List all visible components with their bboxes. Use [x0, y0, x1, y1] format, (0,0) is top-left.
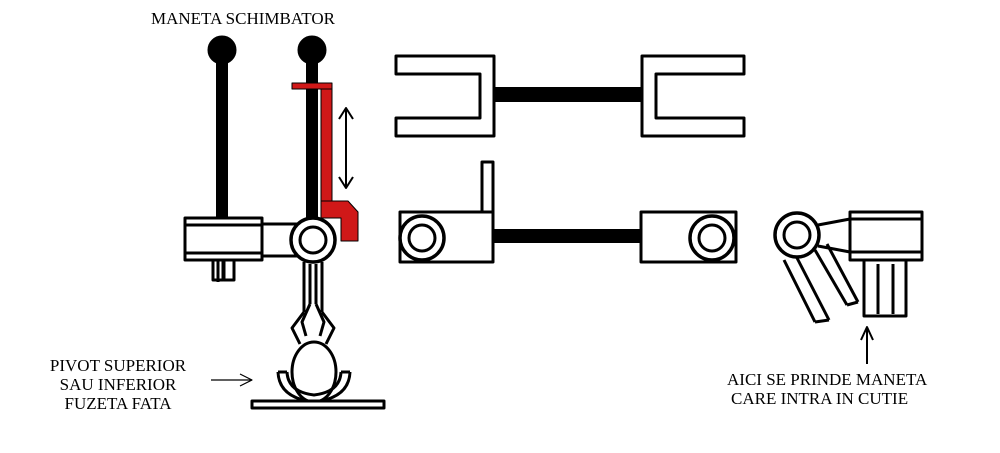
pointer-arrow-icon [211, 373, 253, 387]
eye-bar-linkage [398, 160, 738, 264]
diagram-title: MANETA SCHIMBATOR [151, 9, 335, 28]
fork-shaft [394, 54, 746, 138]
double-arrow-icon [338, 107, 354, 189]
note-label-line-1: AICI SE PRINDE MANETA [727, 370, 928, 389]
note-label-line-2: CARE INTRA IN CUTIE [731, 389, 909, 408]
ball-joint [250, 340, 386, 410]
note-label: AICI SE PRINDE MANETA CARE INTRA IN CUTI… [727, 370, 927, 408]
pivot-label-line-1: PIVOT SUPERIOR [49, 356, 187, 375]
shift-lever-right [297, 35, 327, 218]
angled-link [773, 210, 924, 324]
pivot-eye [289, 216, 337, 264]
pivot-label: PIVOT SUPERIOR SAU INFERIOR FUZETA FATA [30, 356, 206, 413]
pivot-label-line-2: SAU INFERIOR [59, 375, 177, 394]
shift-lever-left [207, 35, 237, 220]
pivot-label-line-3: FUZETA FATA [64, 394, 172, 413]
selector-body [183, 216, 308, 282]
red-slider-detail [291, 82, 359, 242]
pivot-rod [290, 262, 336, 345]
up-arrow-icon [860, 326, 874, 364]
